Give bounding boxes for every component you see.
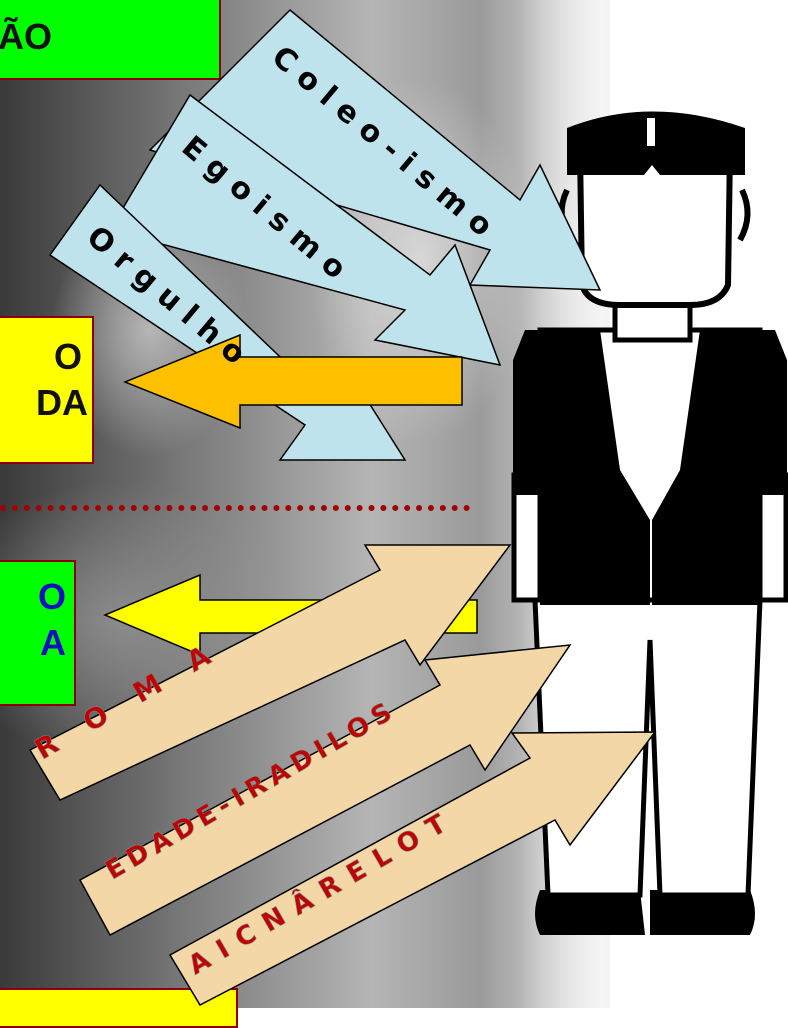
- label-box-low-line2: A: [40, 622, 66, 663]
- dotted-divider: [0, 505, 470, 511]
- up-arrow-solidariedade: [78, 644, 572, 937]
- down-arrow-orgulho: [48, 183, 407, 461]
- up-arrow-amor: [28, 544, 512, 801]
- label-box-mid-line1: O: [53, 336, 82, 377]
- label-box-mid-line2: DA: [36, 382, 88, 423]
- label-box-mid: O DA: [0, 316, 94, 464]
- label-box-low-line1: O: [37, 576, 66, 617]
- standing-man-icon: [511, 111, 788, 935]
- up-arrow-tolerancia: [168, 731, 657, 1006]
- label-box-top: ÃO: [0, 0, 221, 80]
- left-arrow-orange: [122, 333, 463, 430]
- label-box-top-text: ÃO: [0, 16, 52, 57]
- down-arrow-egoismo: [108, 93, 502, 367]
- down-arrow-colecionismo: [148, 8, 602, 291]
- label-box-low: O A: [0, 560, 76, 706]
